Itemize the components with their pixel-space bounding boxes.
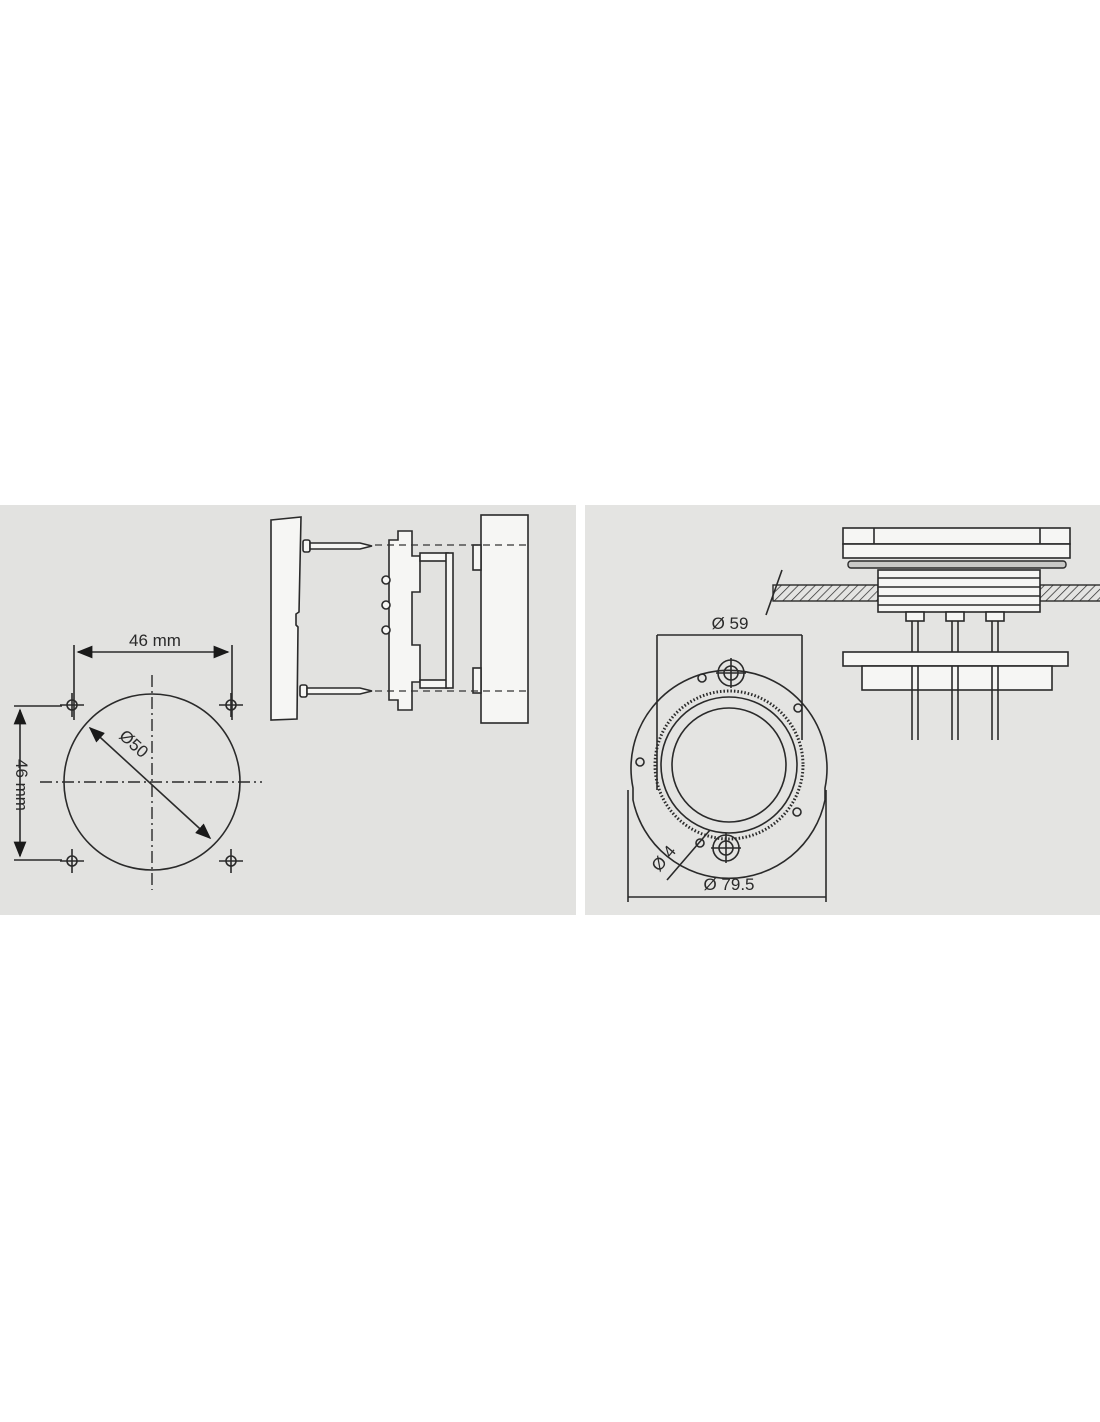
nut-plate bbox=[842, 651, 1069, 667]
mounting-hole-icon bbox=[60, 693, 243, 873]
front-cover bbox=[270, 516, 302, 721]
flange-outer bbox=[630, 669, 828, 880]
dim-vertical-label: 46 mm bbox=[12, 759, 31, 811]
dim-outer-label: Ø 79.5 bbox=[703, 875, 754, 894]
cutout-template: 46 mm 46 mm Ø50 bbox=[12, 631, 262, 890]
wall-section-right bbox=[1039, 584, 1100, 602]
flange-cross-section bbox=[765, 527, 1100, 740]
wall-section-left bbox=[772, 584, 879, 602]
dim-horizontal-label: 46 mm bbox=[129, 631, 181, 650]
nut-body bbox=[861, 665, 1053, 691]
screw-icon bbox=[299, 539, 373, 698]
diameter-arrow bbox=[88, 726, 212, 840]
gasket bbox=[847, 560, 1067, 569]
screw-hole-icon bbox=[635, 673, 803, 848]
dim-inner-label: Ø 59 bbox=[712, 614, 749, 633]
knurled-ring bbox=[653, 689, 805, 841]
back-housing bbox=[480, 514, 529, 724]
module-body bbox=[381, 530, 454, 711]
threaded-body bbox=[877, 569, 1041, 613]
bolt-hole-icon bbox=[711, 658, 746, 863]
exploded-assembly bbox=[270, 514, 530, 724]
